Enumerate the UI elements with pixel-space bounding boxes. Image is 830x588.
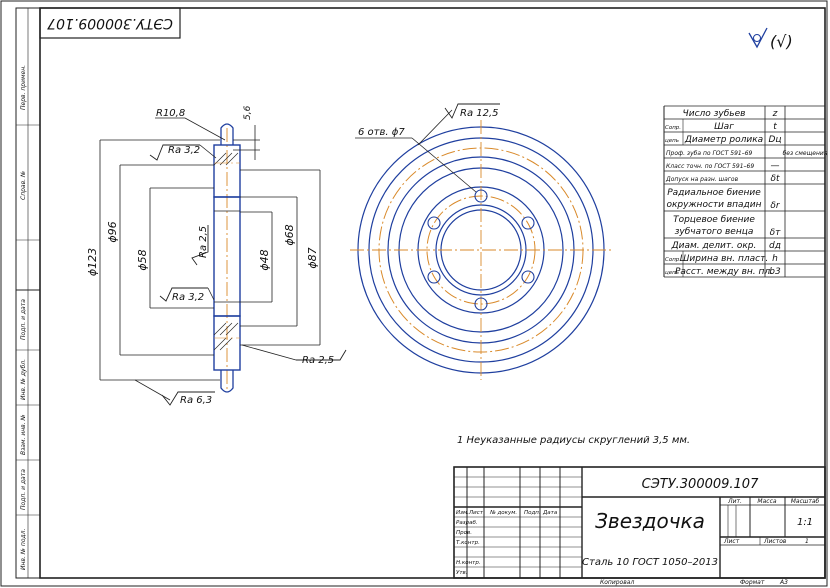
tb-code: СЭТУ.300009.107: [642, 477, 759, 492]
param-row: Радиальное биение окружности впадин δr: [664, 183, 825, 211]
param-row: Торцевое биение зубчатого венца δт: [664, 210, 825, 238]
roughness-corner-mark: (√): [748, 27, 793, 51]
param-label: Допуск на разн. шагов: [665, 176, 739, 183]
tb-row-izm: Изм.: [456, 510, 469, 516]
dim-r108: R10,8: [156, 108, 185, 119]
dim-d48: ϕ48: [258, 249, 271, 270]
param-symbol: z: [772, 109, 778, 119]
ra25-right: Ra 2,5: [302, 355, 334, 366]
param-symbol: Dц: [768, 135, 781, 145]
param-pre: цепь: [665, 138, 679, 144]
tb-copied-label: Копировал: [600, 579, 634, 586]
param-label: Число зубьев: [683, 109, 746, 119]
roughness-corner-text: (√): [770, 32, 793, 51]
side-label-2: Справ. №: [20, 171, 27, 200]
tb-row-date: Дата: [542, 510, 558, 516]
dim-d68: ϕ68: [283, 224, 296, 245]
tb-role-2: Пров.: [456, 530, 472, 536]
ra32-top: Ra 3,2: [168, 145, 200, 156]
param-label: Проф. зуба по ГОСТ 591–69: [666, 150, 753, 157]
tb-sheet-label: Лист: [723, 538, 740, 545]
side-strip: Перв. примен. Справ. № Подп. и дата Инв.…: [15, 7, 41, 579]
param-label: Расст. между вн. пл.: [675, 267, 773, 277]
side-label-1: Перв. примен.: [20, 65, 27, 110]
tb-row-podp: Подп.: [524, 510, 541, 516]
tb-role-3: Т.контр.: [456, 540, 480, 546]
param-label: Класс точн. по ГОСТ 591–69: [666, 163, 754, 170]
tb-sheets-label: Листов: [763, 538, 787, 545]
param-row: Класс точн. по ГОСТ 591–69 —: [664, 157, 825, 171]
param-row: Допуск на разн. шагов δt: [664, 170, 825, 184]
tb-role-6: Утв.: [456, 570, 468, 576]
tb-scale-value: 1:1: [797, 517, 813, 528]
inner-frame: [39, 7, 826, 579]
param-symbol: δt: [770, 174, 780, 184]
param-label: Шаг: [714, 122, 734, 132]
tb-part-name: Звездочка: [595, 509, 705, 533]
param-symbol: δr: [770, 201, 781, 211]
tb-format-label: Формат: [740, 579, 765, 586]
side-label-6: Подп. и дата: [20, 469, 27, 510]
param-row: Диам. делит. окр. dд: [664, 237, 825, 251]
ra63: Ra 6,3: [180, 395, 212, 406]
tb-role-1: Разраб.: [456, 520, 478, 526]
param-label: Ширина вн. пласт.: [680, 254, 768, 264]
tb-sheets-value: 1: [805, 538, 809, 545]
tb-material: Сталь 10 ГОСТ 1050–2013: [582, 557, 718, 568]
side-label-5: Взам. инв. №: [20, 414, 27, 455]
param-symbol: t: [773, 122, 777, 132]
rotated-code: СЭТУ.300009.107: [47, 15, 173, 31]
param-label: Диам. делит. окр.: [671, 241, 757, 251]
param-symbol: b3: [769, 267, 781, 277]
tb-role-5: Н.контр.: [456, 560, 481, 566]
tb-mass-label: Масса: [757, 498, 776, 505]
dim-d56: 5,6: [243, 105, 253, 120]
param-row: Проф. зуба по ГОСТ 591–69 без смещения: [664, 144, 828, 157]
note-1: 1 Неуказанные радиусы скруглений 3,5 мм.: [457, 435, 690, 446]
param-row: Сопр. Шаг t: [664, 118, 825, 132]
ra32-mid: Ra 3,2: [172, 292, 204, 303]
param-value: без смещения: [783, 150, 828, 157]
param-label-line2: зубчатого венца: [675, 227, 754, 237]
param-pre: цепь: [665, 270, 679, 276]
tb-format-value: А3: [779, 579, 788, 586]
title-block: Изм. Лист № докум. Подп. Дата Разраб. Пр…: [453, 466, 826, 586]
hole-note: 6 отв. ϕ7: [358, 127, 405, 138]
param-row: Сопр.Ширина вн. пласт. h: [664, 250, 825, 264]
dim-d58: ϕ58: [136, 249, 149, 270]
param-row: Число зубьев z: [664, 105, 825, 119]
param-label: Радиальное биение: [667, 188, 761, 198]
section-view: ϕ123 ϕ96 ϕ58 ϕ48 ϕ68 ϕ87 R10,8 5,6 Ra 3,…: [86, 105, 347, 406]
param-symbol: —: [771, 161, 780, 171]
param-label: Диаметр ролика: [684, 135, 763, 145]
ra25-vertical: Ra 2,5: [198, 226, 209, 258]
tb-row-doc: № докум.: [489, 510, 517, 516]
rotated-code-stamp: СЭТУ.300009.107: [39, 7, 181, 39]
param-symbol: dд: [769, 241, 781, 251]
dim-d87: ϕ87: [306, 247, 319, 268]
ra125: Ra 12,5: [460, 108, 499, 119]
param-row: цепь Диаметр ролика Dц: [664, 131, 825, 145]
tb-scale-label: Масштаб: [791, 498, 820, 505]
param-pre: Сопр.: [665, 257, 681, 263]
param-symbol: h: [772, 254, 778, 264]
tb-lit-label: Лит.: [727, 498, 742, 505]
side-label-3: Подп. и дата: [20, 299, 27, 340]
side-label-7: Инв. № подл.: [20, 529, 27, 570]
tb-row-list: Лист: [468, 510, 484, 516]
param-label-line2: окружности впадин: [666, 200, 761, 210]
param-symbol: δт: [770, 228, 782, 238]
dim-d123: ϕ123: [86, 248, 99, 276]
param-label: Торцевое биение: [673, 215, 755, 225]
front-view: 6 отв. ϕ7 Ra 12,5: [350, 103, 612, 380]
param-pre: Сопр.: [665, 125, 681, 131]
dim-d96: ϕ96: [106, 221, 119, 242]
side-label-4: Инв. № дубл.: [20, 359, 27, 400]
